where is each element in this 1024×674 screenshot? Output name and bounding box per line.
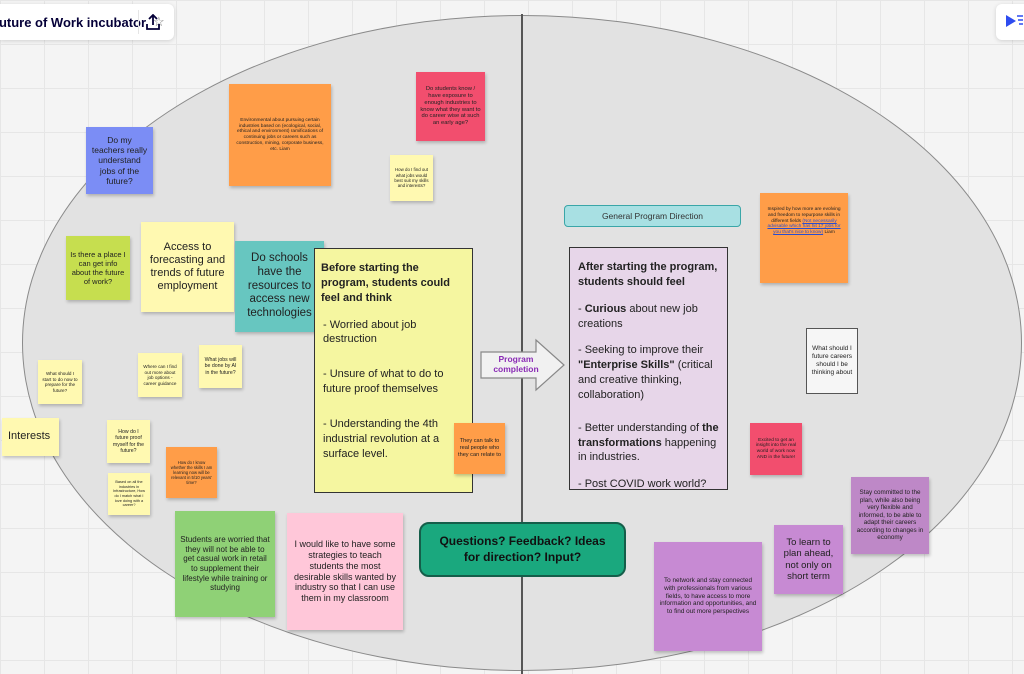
sticky-note-skills-relevant[interactable]: How do I know whether the skills I am le…: [166, 447, 217, 498]
after-card-heading: After starting the program, students sho…: [578, 261, 718, 288]
star-icon[interactable]: ☆: [153, 14, 165, 29]
sticky-note-forecasting[interactable]: Access to forecasting and trends of futu…: [141, 222, 234, 312]
inspired-name: Liam: [824, 230, 835, 235]
after-card-item: - Seeking to improve their "Enterprise S…: [578, 343, 719, 402]
after-card-item: - Better understanding of the transforma…: [578, 421, 719, 466]
sticky-note-plan-ahead[interactable]: To learn to plan ahead, not only on shor…: [774, 525, 843, 594]
sticky-note-where-career[interactable]: Where can I find out more about job opti…: [138, 353, 182, 397]
inspired-link[interactable]: (Not necessarily advisable which has hit…: [767, 218, 841, 236]
sticky-note-talk-people[interactable]: They can talk to real people who they ca…: [454, 423, 505, 474]
after-card-item1-rest: about new job creations: [578, 302, 698, 330]
program-completion-arrow[interactable]: Program completion: [480, 338, 566, 392]
sticky-note-excited[interactable]: Excited to get an insight into the real …: [750, 423, 802, 475]
sticky-note-info-place[interactable]: Is there a place I can get info about th…: [66, 236, 130, 300]
questions-feedback-box[interactable]: Questions? Feedback? Ideas for direction…: [419, 522, 626, 577]
sticky-note-stay-committed[interactable]: Stay committed to the plan, while also b…: [851, 477, 929, 554]
upload-icon: [146, 14, 160, 30]
after-card-item2-pre: - Seeking to improve their: [578, 344, 704, 357]
general-program-direction-label[interactable]: General Program Direction: [564, 205, 741, 227]
after-program-card[interactable]: After starting the program, students sho…: [569, 247, 728, 490]
sticky-note-interests[interactable]: Interests: [2, 418, 59, 456]
after-card-item: - Curious about new job creations: [578, 302, 698, 330]
before-card-item: - Unsure of what to do to future proof t…: [323, 368, 444, 396]
sticky-note-what-careers[interactable]: What should I future careers should I be…: [806, 328, 858, 394]
after-card-item2-rest: (critical and creative thinking, collabo…: [578, 359, 713, 401]
sticky-note-based-on[interactable]: Based on all the industries in Infrastru…: [108, 473, 150, 515]
board-header: Future of Work incubator ☆: [0, 4, 174, 40]
sticky-note-what-start[interactable]: What should I start to do now to prepare…: [38, 360, 82, 404]
sticky-note-future-proof[interactable]: How do I future proof myself for the fut…: [107, 420, 150, 463]
before-card-item: - Worried about job destruction: [323, 318, 417, 346]
after-card-item1-bold: Curious: [584, 302, 627, 315]
board-title[interactable]: Future of Work incubator: [0, 14, 147, 30]
sticky-note-strategies[interactable]: I would like to have some strategies to …: [287, 513, 403, 630]
sticky-note-environmental[interactable]: Environmental about pursuing certain ind…: [229, 84, 331, 186]
sticky-note-students-know[interactable]: Do students know / have exposure to enou…: [416, 72, 485, 141]
sticky-note-inspired[interactable]: Inspired by how more are evolving and fr…: [760, 193, 848, 283]
filter-icon: [1006, 15, 1023, 27]
filter-button[interactable]: [996, 4, 1024, 40]
sticky-note-find-out-jobs[interactable]: How do I find out what jobs would best s…: [390, 155, 433, 201]
before-card-item: - Understanding the 4th industrial revol…: [323, 417, 440, 460]
sticky-note-retail[interactable]: Students are worried that they will not …: [175, 511, 275, 617]
before-card-heading: Before starting the program, students co…: [321, 262, 450, 304]
arrow-label: Program completion: [493, 354, 539, 375]
sticky-note-jobs-ai[interactable]: What jobs will be done by AI in the futu…: [199, 345, 242, 388]
before-program-card[interactable]: Before starting the program, students co…: [314, 248, 473, 493]
after-card-item3-pre: - Better understanding of: [578, 421, 703, 434]
after-card-item3-bold: the transformations: [578, 421, 719, 449]
after-card-item3-rest: happening in industries.: [578, 436, 717, 464]
canvas-divider-line: [521, 14, 523, 674]
sticky-note-schools[interactable]: Do schools have the resources to access …: [235, 241, 324, 332]
sticky-note-network[interactable]: To network and stay connected with profe…: [654, 542, 762, 651]
sticky-note-teachers[interactable]: Do my teachers really understand jobs of…: [86, 127, 153, 194]
after-card-item2-bold: "Enterprise Skills": [578, 359, 675, 372]
arrow-shape: [480, 338, 565, 392]
inspired-text: Inspired by how more are evolving and fr…: [767, 207, 841, 224]
share-button[interactable]: [138, 10, 167, 34]
after-card-item: - Post COVID work world?: [578, 478, 707, 490]
